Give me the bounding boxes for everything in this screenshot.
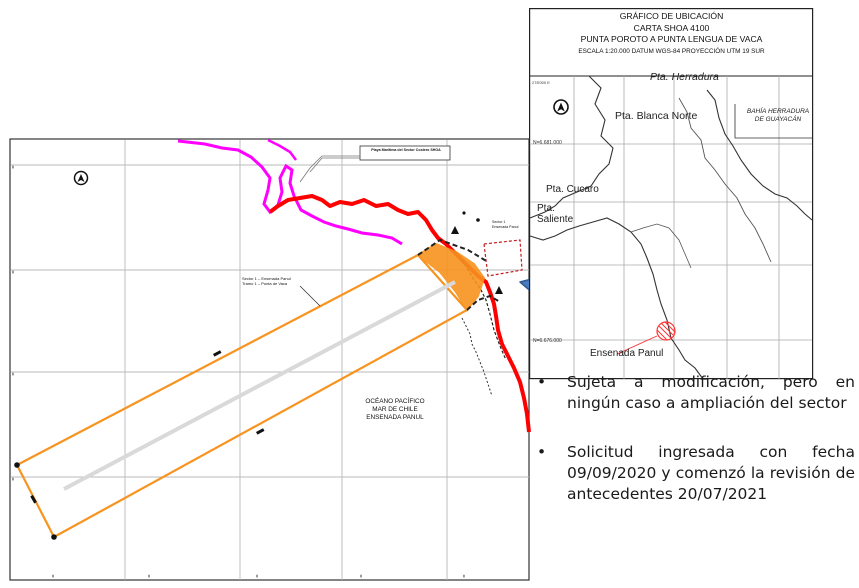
inset-title-3: PUNTA POROTO A PUNTA LENGUA DE VACA [580,34,763,44]
location-marker-icon [616,321,676,355]
bullet-list: • Sujeta a modificación, pero en ningún … [537,372,855,505]
svg-text:▮: ▮ [360,574,362,578]
ocean-label-line-2: MAR DE CHILE [372,406,418,413]
inset-coastline-3 [706,89,813,221]
concession-rectangle [483,239,523,277]
coastline-red [268,194,531,433]
bullet-dot-1: • [537,373,547,391]
ocean-label-line-1: OCÉANO PACÍFICO [365,398,425,405]
place-ensenada-panul: Ensenada Panul [590,348,664,359]
place-pta-saliente: Pta. Saliente [537,203,573,225]
sector-label-leader [299,285,321,307]
sector-dashed-line [417,238,489,263]
north-arrow-inset-icon [553,99,569,115]
inset-title-2: CARTA SHOA 4100 [633,22,710,33]
inset-map [529,8,814,380]
ocean-label: OCÉANO PACÍFICO MAR DE CHILE ENSENADA PA… [355,398,435,422]
place-bahia-line-2: DE GUAYACÁN [754,116,802,123]
svg-text:▮: ▮ [463,574,465,578]
inset-coastline [529,75,614,219]
sector-label-right: Sector 1 Ensenada Panul [492,220,518,229]
svg-text:▮: ▮ [12,270,14,274]
place-saliente: Saliente [537,214,574,225]
place-pta-herradura: Pta. Herradura [650,71,719,83]
place-bahia-line-1: BAHÍA HERRADURA [746,108,810,115]
inset-title-1: GRÁFICO DE UBICACIÓN [619,11,724,21]
rocks-left [461,317,493,397]
bullet-item-1: • Sujeta a modificación, pero en ningún … [537,372,855,414]
place-pta-cucaro: Pta. Cucaro [546,184,599,195]
svg-text:▮: ▮ [256,574,258,578]
callout-box [359,145,451,161]
svg-text:▮: ▮ [12,165,14,169]
coastline-magenta-top [267,138,297,161]
north-arrow-main-icon [73,170,89,186]
sector-label-line-1: Sector 1 – Ensenada Panul [242,276,291,281]
polygon-markers [14,350,265,540]
bahia-box [734,104,812,139]
svg-text:▮: ▮ [12,477,14,481]
sector-label: Sector 1 – Ensenada Panul Tramo 1 – Punt… [242,276,291,286]
bullet-text-2: Solicitud ingresada con fecha 09/09/2020… [567,443,855,503]
inset-title-4: ESCALA 1:20.000 DATUM WGS-84 PROYECCIÓN … [578,47,765,55]
inset-title: GRÁFICO DE UBICACIÓN CARTA SHOA 4100 PUN… [531,11,812,57]
inset-coord-1: N=6.681.000 [533,140,562,146]
map-symbols [451,211,503,294]
inset-contour-2 [630,223,692,269]
sector-inshore [416,242,486,312]
svg-text:▮: ▮ [12,372,14,376]
bullet-text-1: Sujeta a modificación, pero en ningún ca… [567,373,855,412]
coastline-magenta [177,139,403,246]
pipeline [63,280,456,491]
place-pta-blanca-norte: Pta. Blanca Norte [615,110,698,122]
place-pta: Pta. [537,203,555,214]
sector-label-right-line-1: Sector 1 [492,220,506,224]
svg-text:▮: ▮ [52,574,54,578]
main-map-frame [9,138,530,581]
inset-frame [529,8,814,380]
inset-coastline-2 [529,217,704,380]
inset-contour [678,97,772,263]
bullet-item-2: • Solicitud ingresada con fecha 09/09/20… [537,442,855,505]
grid-tick-labels: ▮ ▮ ▮ ▮ ▮ ▮ ▮ ▮ ▮ [12,165,465,578]
callout-leader [299,155,360,183]
callout-text: Playa Marítima del Sector Costero SHOA [371,148,441,152]
place-bahia: BAHÍA HERRADURA DE GUAYACÁN [744,108,812,124]
inset-coord-2: N=6.676.000 [533,338,562,344]
sector-dashed-line-2 [466,294,501,311]
ocean-label-line-3: ENSENADA PANUL [366,414,424,421]
svg-text:▮: ▮ [148,574,150,578]
sector-label-line-2: Tramo 1 – Punta de Vaca [242,281,288,286]
inset-coord-top: 278'000 E [532,80,550,85]
sector-label-right-line-2: Ensenada Panul [492,224,519,229]
bullet-dot-2: • [537,443,547,461]
